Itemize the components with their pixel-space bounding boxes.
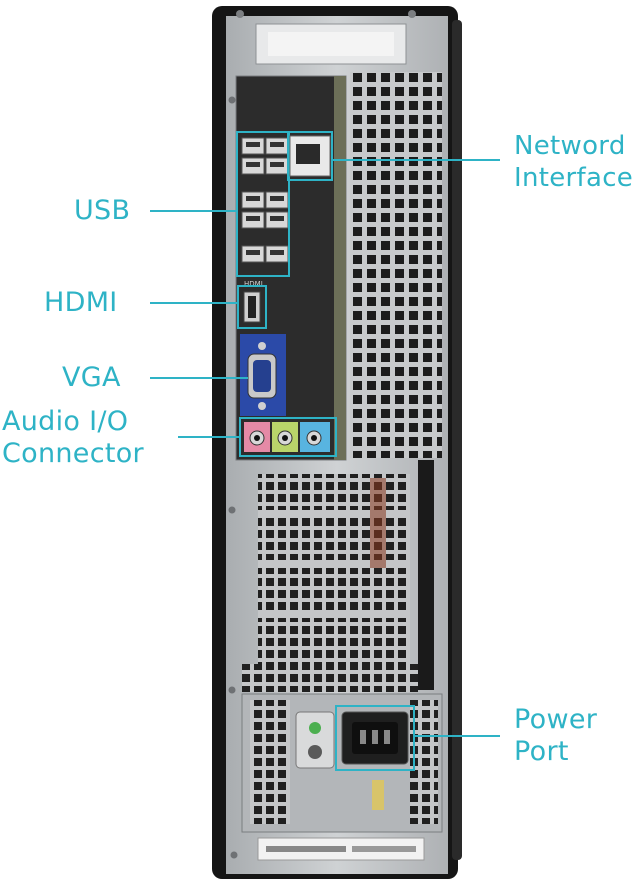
callout-vga: VGA — [62, 362, 121, 394]
callout-audio-line1: Audio I/O — [2, 406, 129, 437]
callout-power-line1: Power — [514, 704, 598, 735]
callout-audio: Audio I/O Connector — [2, 406, 144, 470]
callout-usb-line1: USB — [74, 195, 131, 226]
callout-vga-line1: VGA — [62, 362, 121, 393]
callout-hdmi-line1: HDMI — [44, 287, 118, 318]
upper-vent-grid — [350, 72, 442, 458]
callout-audio-line2: Connector — [2, 438, 144, 469]
callout-power: Power Port — [514, 704, 597, 768]
usb-port-icon — [241, 137, 289, 263]
hdmi-silkscreen: HDMI — [244, 280, 263, 288]
audio-jack-icon — [249, 430, 322, 446]
callout-power-line2: Port — [514, 736, 569, 767]
callout-usb: USB — [74, 195, 130, 227]
callout-hdmi: HDMI — [44, 287, 118, 319]
expansion-slot-vents — [258, 474, 410, 664]
callout-network-line2: Interface — [514, 163, 634, 193]
callout-network: Netword Interface — [514, 130, 633, 194]
callout-network-line1: Netword — [514, 131, 626, 161]
